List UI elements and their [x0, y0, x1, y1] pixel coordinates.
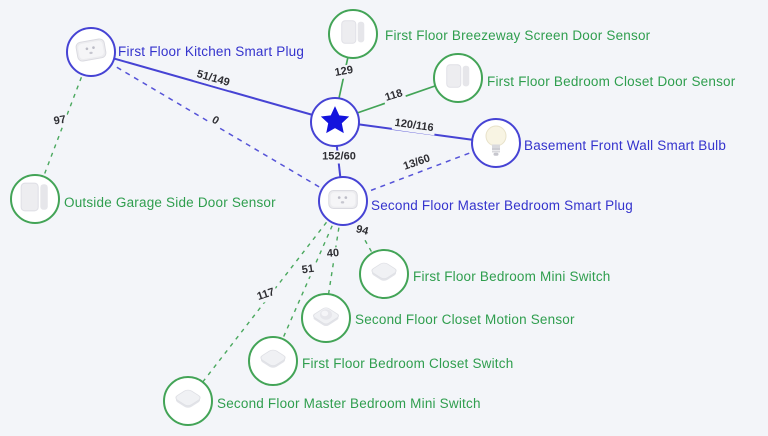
node-label: First Floor Kitchen Smart Plug [118, 44, 305, 59]
node-label: Second Floor Master Bedroom Mini Switch [217, 396, 481, 411]
mini-switch-icon [365, 257, 403, 292]
smart-plug-icon [72, 35, 110, 70]
breezeway-sensor-node-circle[interactable] [328, 9, 378, 59]
node-label: First Floor Bedroom Mini Switch [413, 269, 611, 284]
edge-master-plug-basement-bulb [342, 142, 497, 202]
door-sensor-icon [443, 61, 473, 96]
bedroom-mini-switch-node-circle[interactable] [359, 249, 409, 299]
edge-kitchen-plug-hub [90, 51, 335, 122]
light-bulb-icon [482, 124, 510, 163]
motion-sensor-icon [307, 300, 345, 337]
edge-kitchen-plug-master-plug [90, 51, 344, 202]
node-label: Basement Front Wall Smart Bulb [524, 138, 727, 153]
node-label: First Floor Breezeway Screen Door Sensor [385, 28, 651, 43]
hub-star-icon [318, 103, 352, 142]
smart-plug-icon [324, 184, 362, 219]
edge-value-label: 152/60 [320, 150, 358, 164]
hub-node-circle[interactable] [310, 97, 360, 147]
node-label: Second Floor Closet Motion Sensor [355, 312, 575, 327]
edge-value-label: 51 [299, 262, 317, 278]
bedroom-closet-switch-node-circle[interactable] [248, 336, 298, 386]
mini-switch-icon [254, 344, 292, 379]
garage-sensor-node-circle[interactable] [10, 174, 60, 224]
door-sensor-icon [338, 17, 368, 52]
mini-switch-icon [169, 384, 207, 419]
node-label: Second Floor Master Bedroom Smart Plug [371, 198, 633, 213]
edge-value-label: 40 [324, 246, 342, 262]
kitchen-plug-node-circle[interactable] [66, 27, 116, 77]
basement-bulb-node-circle[interactable] [471, 118, 521, 168]
node-label: First Floor Bedroom Closet Switch [302, 356, 514, 371]
node-label: Outside Garage Side Door Sensor [64, 195, 276, 210]
edge-value-label: 97 [50, 113, 70, 129]
closet-door-sensor-node-circle[interactable] [433, 53, 483, 103]
closet-motion-sensor-node-circle[interactable] [301, 293, 351, 343]
master-plug-node-circle[interactable] [318, 176, 368, 226]
node-label: First Floor Bedroom Closet Door Sensor [487, 74, 736, 89]
door-sensor-icon [18, 180, 52, 219]
edge-master-plug-bedroom-closet-switch [272, 200, 344, 362]
master-mini-switch-node-circle[interactable] [163, 376, 213, 426]
